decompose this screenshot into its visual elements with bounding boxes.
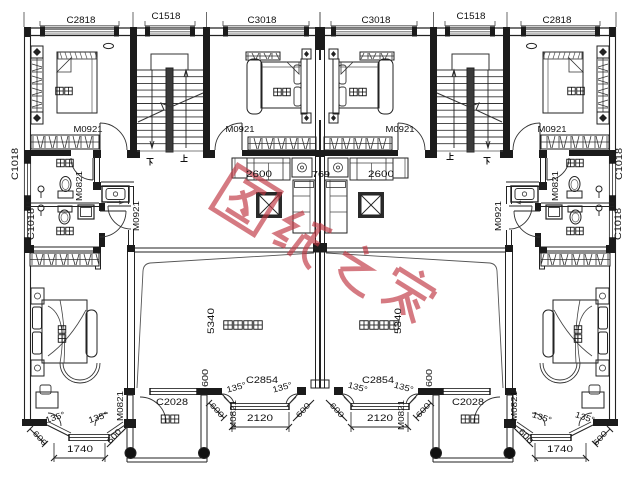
svg-text:M0821: M0821 (74, 171, 84, 201)
svg-text:2600: 2600 (368, 169, 394, 180)
svg-text:C1518: C1518 (152, 11, 181, 22)
svg-text:M0821: M0821 (396, 400, 406, 430)
svg-text:C3018: C3018 (248, 15, 277, 26)
svg-text:M0921: M0921 (493, 201, 503, 231)
svg-text:C1018: C1018 (613, 208, 624, 240)
svg-text:M0921: M0921 (226, 124, 255, 134)
svg-text:C2028: C2028 (452, 397, 484, 407)
svg-text:2120: 2120 (247, 413, 273, 424)
svg-text:M0921: M0921 (131, 201, 141, 231)
svg-text:769: 769 (312, 169, 330, 179)
svg-text:C2854: C2854 (246, 375, 278, 385)
svg-text:C2818: C2818 (543, 15, 572, 26)
svg-text:C1018: C1018 (614, 148, 625, 180)
svg-text:C2818: C2818 (67, 15, 96, 26)
svg-text:M0921: M0921 (386, 124, 415, 134)
svg-text:M0821: M0821 (228, 400, 238, 430)
svg-text:C3018: C3018 (362, 15, 391, 26)
svg-text:M0821: M0821 (509, 391, 519, 421)
svg-text:C1018: C1018 (10, 148, 21, 180)
svg-text:600: 600 (424, 369, 434, 387)
svg-text:C2028: C2028 (156, 397, 188, 407)
svg-text:5340: 5340 (393, 308, 404, 334)
svg-text:M0821: M0821 (550, 171, 560, 201)
svg-text:C2854: C2854 (362, 375, 394, 385)
svg-text:2120: 2120 (367, 413, 393, 424)
svg-text:M0921: M0921 (538, 124, 567, 134)
svg-text:1740: 1740 (67, 444, 93, 455)
svg-text:M0821: M0821 (115, 391, 125, 421)
svg-text:2600: 2600 (246, 169, 272, 180)
svg-text:5340: 5340 (206, 308, 217, 334)
svg-text:C1018: C1018 (26, 208, 37, 240)
svg-text:C1518: C1518 (457, 11, 486, 22)
svg-text:M0921: M0921 (74, 124, 103, 134)
svg-text:1740: 1740 (547, 444, 573, 455)
svg-text:600: 600 (200, 369, 210, 387)
